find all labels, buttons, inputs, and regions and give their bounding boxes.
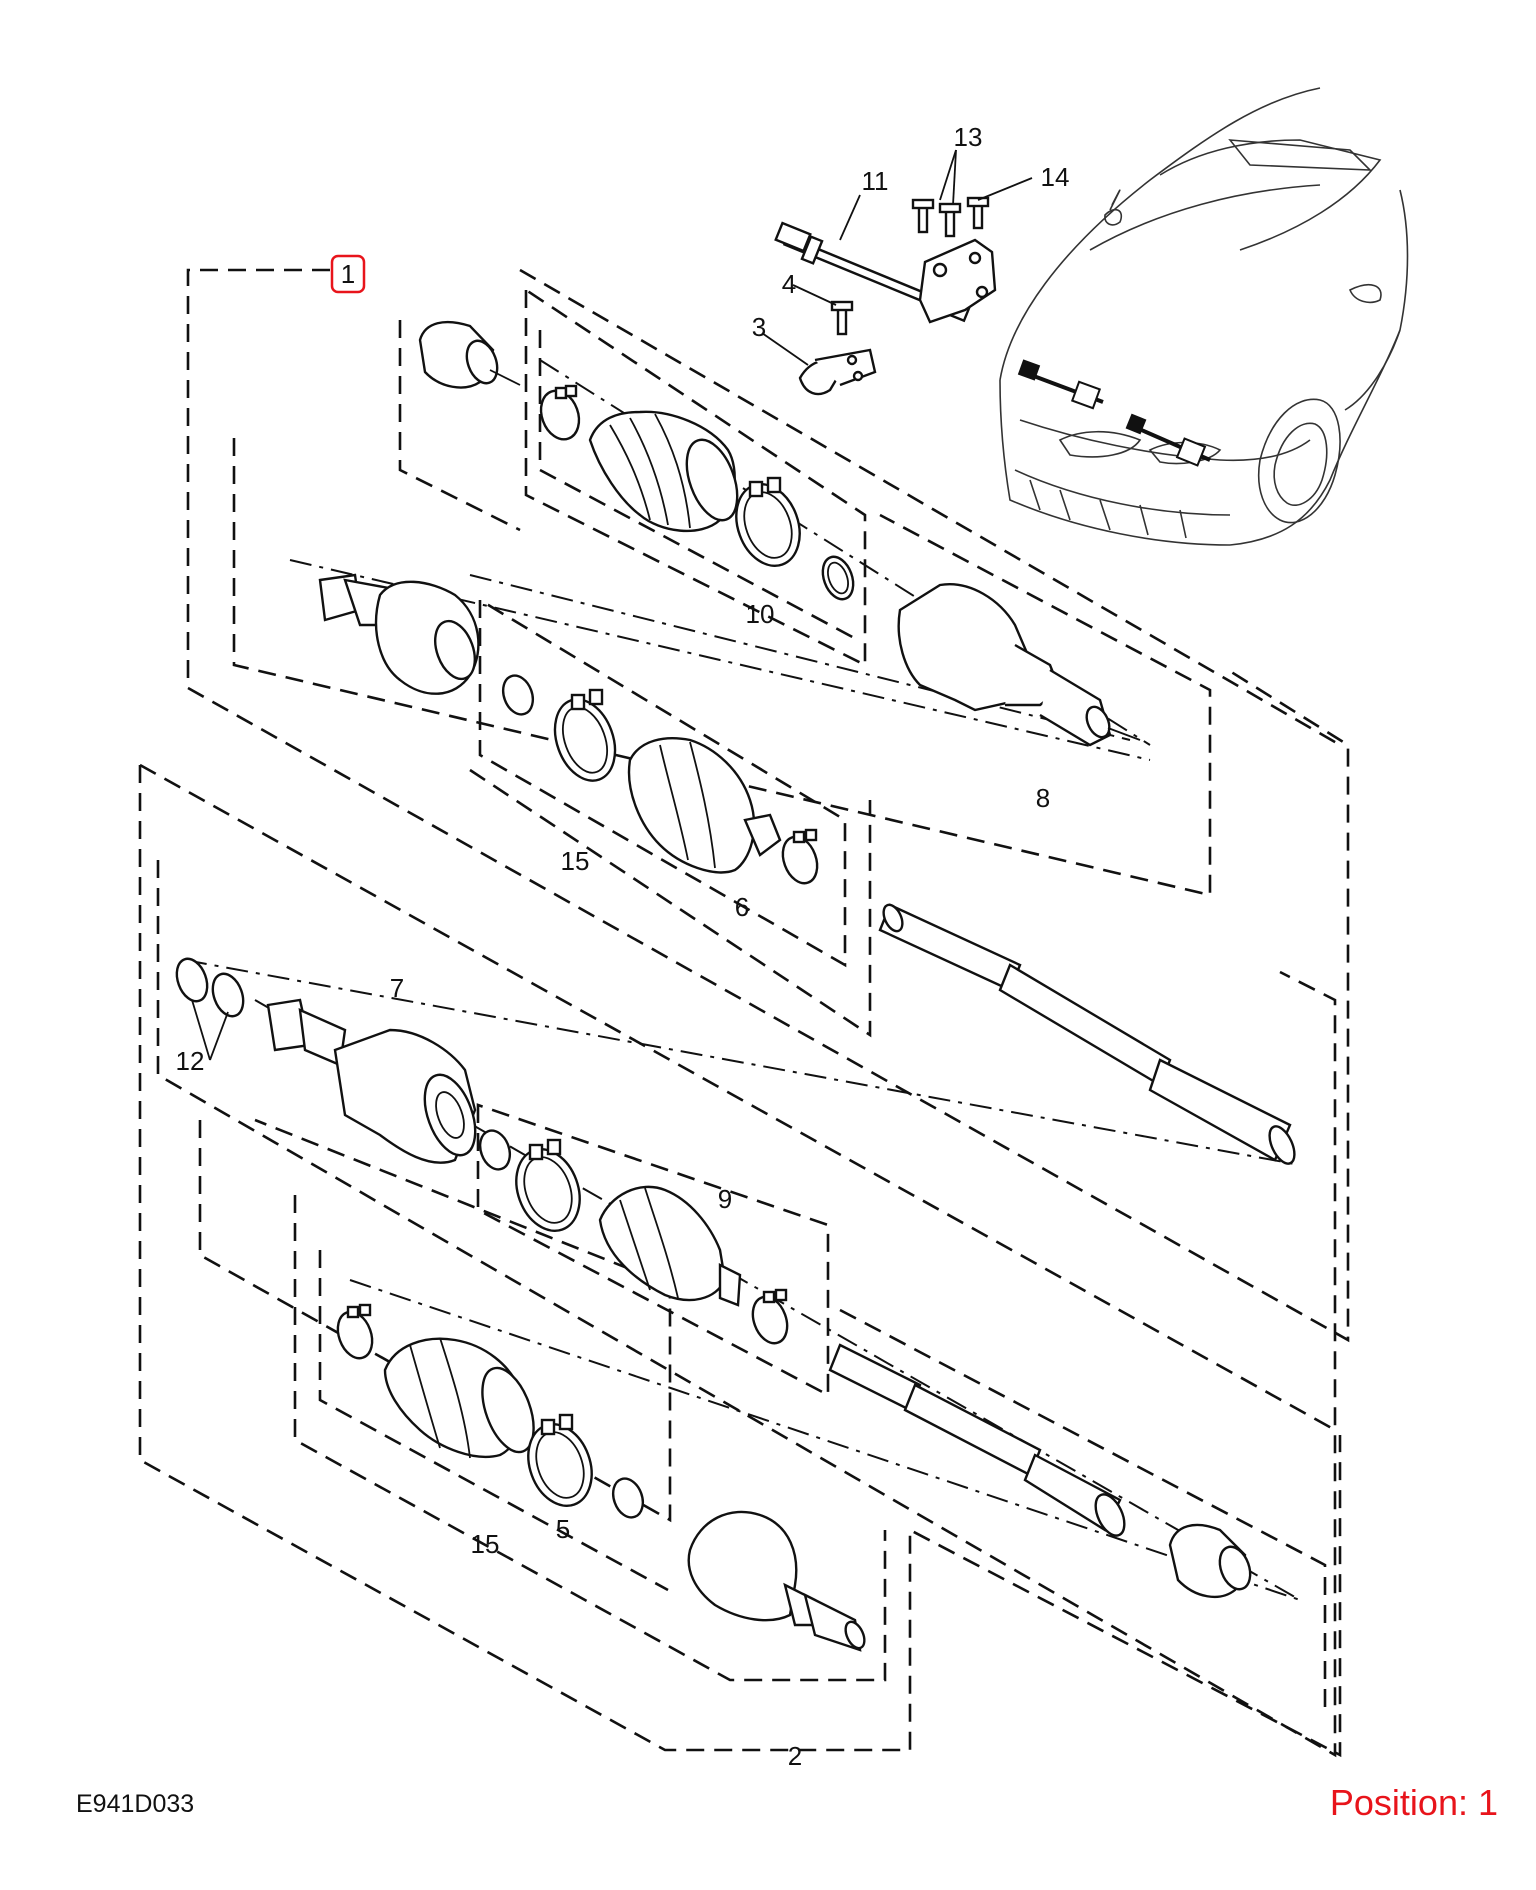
callout-1[interactable]: 1 — [341, 259, 355, 289]
cv-boot-upper[interactable] — [588, 410, 747, 533]
clamp-bolt[interactable] — [830, 300, 854, 336]
circlip-lower[interactable] — [475, 1126, 515, 1173]
boot-clip-small-outer[interactable] — [777, 828, 823, 888]
bracket-bolts[interactable] — [911, 196, 990, 238]
lower-driveshaft-parts — [171, 955, 1256, 1652]
boot-clip-small-lower-outer[interactable] — [332, 1303, 378, 1363]
selected-callout-highlight[interactable] — [330, 254, 366, 294]
callout-13[interactable]: 13 — [954, 122, 983, 152]
bearing-bracket[interactable] — [918, 238, 997, 324]
circlip-upper-outer[interactable] — [498, 671, 538, 718]
boot-clip-small-lower[interactable] — [747, 1288, 793, 1348]
callout-4[interactable]: 4 — [782, 269, 796, 299]
vehicle-locator-illustration — [999, 87, 1409, 546]
circlip-lower-outer[interactable] — [608, 1474, 648, 1521]
callout-9[interactable]: 9 — [718, 1184, 732, 1214]
callout-8[interactable]: 8 — [1036, 783, 1050, 813]
leader-lines — [191, 149, 1033, 1061]
locator-driveshaft-left — [1017, 359, 1104, 410]
callout-12[interactable]: 12 — [176, 1046, 205, 1076]
cv-boot-outer-upper[interactable] — [627, 737, 782, 874]
inner-joint-housing[interactable] — [897, 583, 1141, 747]
callout-15-lower[interactable]: 15 — [471, 1529, 500, 1559]
callout-15-upper[interactable]: 15 — [561, 846, 590, 876]
cv-boot-outer-lower[interactable] — [383, 1337, 544, 1459]
upper-driveshaft-parts — [318, 320, 1300, 1167]
cv-boot-inner-lower[interactable] — [598, 1185, 742, 1307]
locator-driveshaft-right — [1125, 413, 1211, 467]
circlip-pair[interactable] — [171, 955, 248, 1021]
outer-joint-lower[interactable] — [687, 1510, 868, 1652]
callout-7[interactable]: 7 — [390, 973, 404, 1003]
shaft-clamp[interactable] — [798, 348, 877, 396]
boot-clip-large-outer[interactable] — [544, 688, 625, 789]
inner-joint-lower[interactable] — [266, 998, 485, 1164]
outer-joint-upper[interactable] — [318, 573, 482, 695]
boot-clip-large-lower[interactable] — [505, 1138, 590, 1240]
intermediate-shaft-assembly — [774, 196, 997, 396]
boot-clip-large-upper[interactable] — [725, 475, 810, 574]
callout-5[interactable]: 5 — [556, 1514, 570, 1544]
callout-11[interactable]: 11 — [862, 166, 889, 196]
group-outlines — [138, 268, 1350, 1758]
shaft-lower[interactable] — [828, 1343, 1130, 1540]
callout-labels: 1 2 3 4 5 6 7 8 9 10 11 12 13 14 15 15 — [176, 122, 1070, 1771]
callout-6[interactable]: 6 — [735, 892, 749, 922]
callout-14[interactable]: 14 — [1041, 162, 1070, 192]
axis-lines — [184, 359, 1301, 1601]
position-label: Position: 1 — [1329, 1782, 1498, 1823]
damper-plug[interactable] — [418, 320, 521, 389]
shaft-upper[interactable] — [878, 902, 1300, 1167]
boot-clip-small-upper[interactable] — [535, 384, 586, 444]
circlip-upper[interactable] — [817, 553, 858, 604]
damper-plug-lower[interactable] — [1168, 1523, 1256, 1598]
callout-3[interactable]: 3 — [752, 312, 766, 342]
callout-10[interactable]: 10 — [746, 599, 775, 629]
boot-clip-large-lower-outer[interactable] — [517, 1413, 602, 1515]
diagram-code: E941D033 — [76, 1790, 195, 1818]
callout-2[interactable]: 2 — [788, 1741, 802, 1771]
